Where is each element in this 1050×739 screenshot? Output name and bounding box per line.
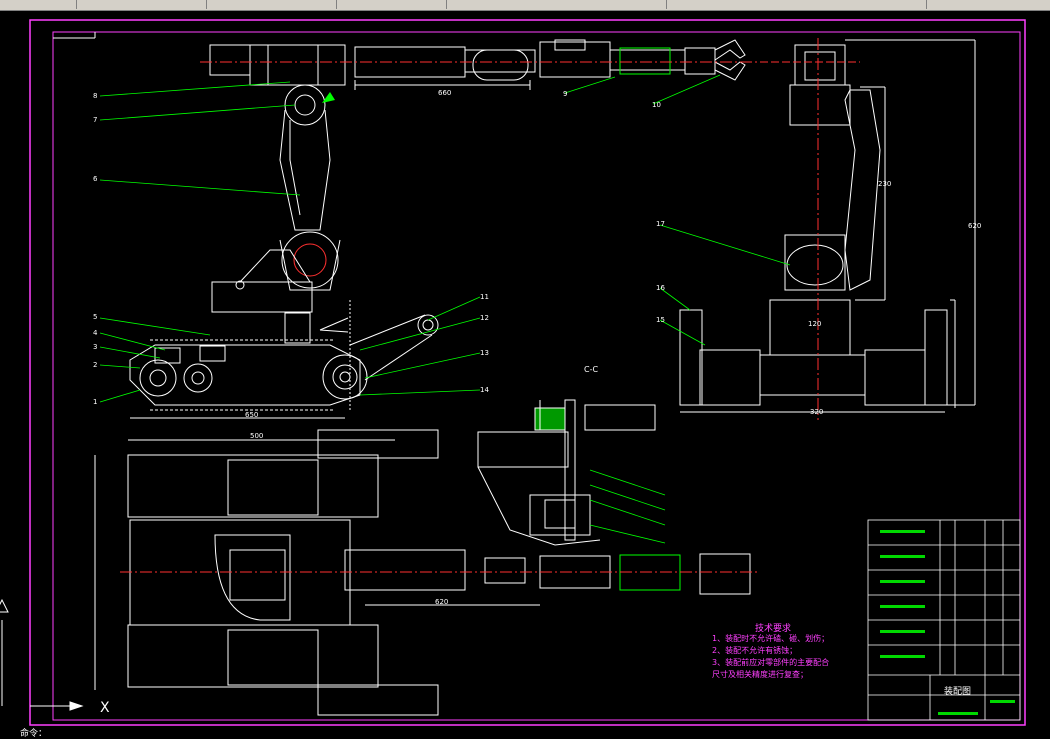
command-line[interactable]: 命令： — [20, 729, 48, 739]
tech-line-3: 3、装配前应对零部件的主要配合 — [712, 658, 830, 667]
callout-number: 16 — [656, 284, 665, 292]
toolbar-button-2[interactable] — [140, 0, 207, 9]
sheet-inner-frame — [52, 31, 1021, 721]
toolbar — [0, 0, 1050, 11]
dim-label: 500 — [250, 432, 264, 440]
callout-number: 17 — [656, 220, 665, 228]
tech-line-2: 2、装配不允许有锈蚀； — [712, 646, 798, 655]
title-block-fills — [880, 530, 1015, 715]
section-cc-label: C-C — [584, 365, 599, 374]
callout-number: 2 — [93, 361, 98, 369]
section-cc-view — [477, 399, 656, 546]
title-block — [867, 519, 1021, 721]
callout-number: 6 — [93, 175, 98, 183]
dim-label: 650 — [245, 411, 259, 419]
ucs-icon — [0, 598, 84, 711]
tech-requirements-title: 技术要求 — [755, 624, 792, 634]
callout-number: 5 — [93, 313, 98, 321]
dim-label: 120 — [808, 320, 822, 328]
dim-label: 660 — [438, 89, 452, 97]
callout-number: 1 — [93, 398, 98, 406]
plan-view — [94, 429, 751, 716]
front-view — [679, 39, 976, 413]
callout-number: 3 — [93, 343, 98, 351]
cad-drawing-canvas[interactable]: X — [0, 11, 1050, 736]
tech-line-4: 尺寸及相关精度进行复查； — [712, 670, 808, 679]
callout-number: 12 — [480, 314, 489, 322]
arm-side-view — [211, 84, 341, 344]
axis-x-label: X — [100, 700, 110, 716]
toolbar-layer-dropdown[interactable] — [350, 0, 447, 9]
arm-top-view — [209, 39, 746, 90]
callout-number: 7 — [93, 116, 98, 124]
chassis-side-view — [129, 300, 439, 419]
toolbar-button-1[interactable] — [0, 0, 77, 9]
title-block-name: 装配图 — [944, 687, 972, 697]
dim-label: 620 — [968, 222, 982, 230]
callout-number: 8 — [93, 92, 98, 100]
callout-number: 14 — [480, 386, 489, 394]
callout-number: 4 — [93, 329, 98, 337]
dim-label: 620 — [435, 598, 449, 606]
callout-number: 15 — [656, 316, 665, 324]
dim-label: 320 — [810, 408, 824, 416]
toolbar-linetype-dropdown[interactable] — [800, 0, 927, 9]
callout-number: 10 — [652, 101, 661, 109]
tech-line-1: 1、装配时不允许磕、碰、划伤； — [712, 634, 830, 643]
callout-number: 13 — [480, 349, 489, 357]
callout-number: 11 — [480, 293, 489, 301]
leader-lines — [99, 74, 791, 544]
toolbar-style-dropdown[interactable] — [540, 0, 667, 9]
dim-label: 230 — [878, 180, 892, 188]
callout-number: 9 — [563, 90, 568, 98]
toolbar-button-3[interactable] — [270, 0, 337, 9]
sheet-outer-frame — [29, 19, 1026, 726]
